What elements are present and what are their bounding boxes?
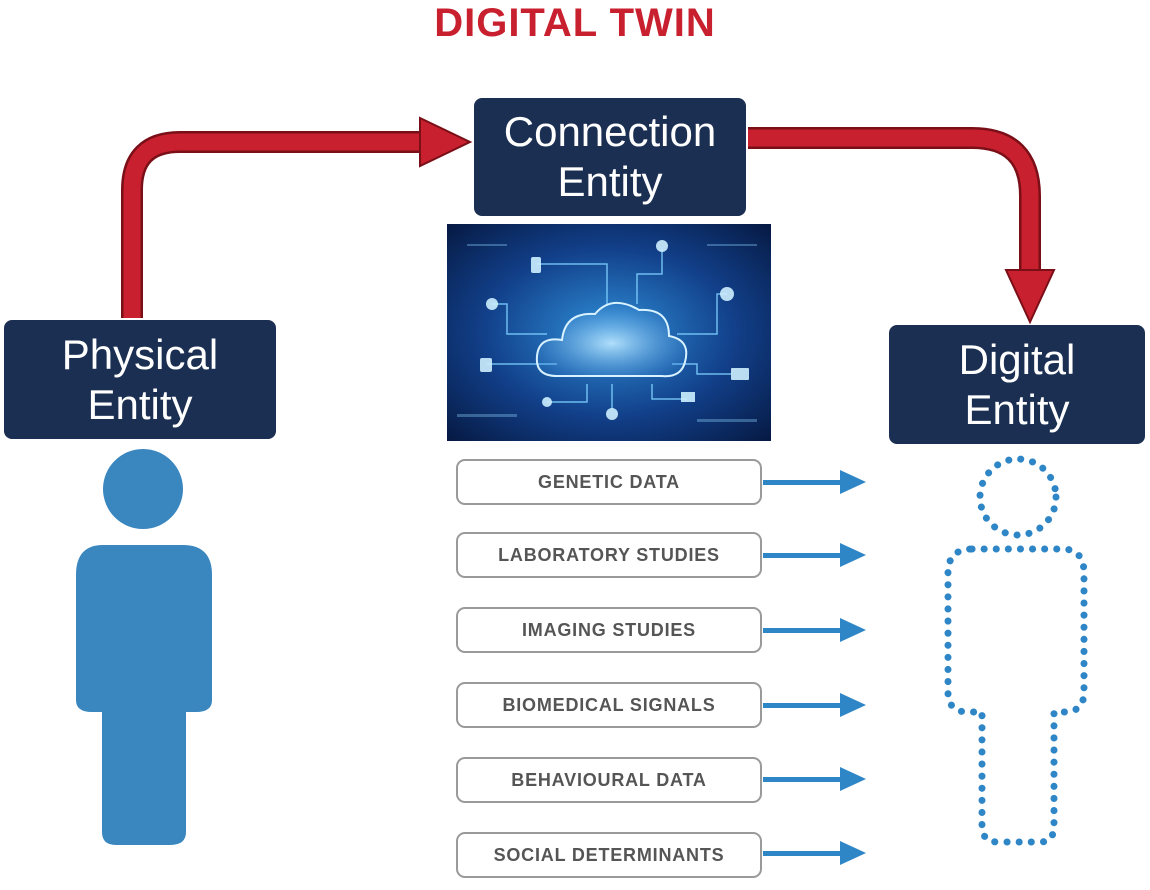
diagram-title: DIGITAL TWIN: [434, 1, 716, 45]
data-source-laboratory: LABORATORY STUDIES: [456, 532, 762, 578]
physical-entity-box: Physical Entity: [4, 320, 276, 439]
digital-entity-box: Digital Entity: [889, 325, 1145, 444]
connection-entity-box: Connection Entity: [474, 98, 746, 216]
digital-entity-line1: Digital: [958, 335, 1076, 383]
digital-entity-line2: Entity: [964, 385, 1070, 433]
data-arrow-social: [763, 841, 866, 865]
data-source-behavioural: BEHAVIOURAL DATA: [456, 757, 762, 803]
arrowhead-to-digital: [1004, 269, 1056, 325]
data-arrow-biomedical: [763, 693, 866, 717]
data-arrow-laboratory: [763, 543, 866, 567]
data-arrow-genetic: [763, 470, 866, 494]
data-arrow-imaging: [763, 618, 866, 642]
physical-entity-line2: Entity: [87, 380, 193, 428]
connection-entity-line2: Entity: [557, 158, 663, 205]
physical-entity-line1: Physical: [61, 330, 219, 378]
arrowhead-to-connection: [419, 116, 473, 168]
data-source-genetic: GENETIC DATA: [456, 459, 762, 505]
data-source-imaging: IMAGING STUDIES: [456, 607, 762, 653]
cloud-network-icon: [447, 224, 771, 441]
connection-entity-line1: Connection: [503, 108, 717, 155]
data-source-biomedical: BIOMEDICAL SIGNALS: [456, 682, 762, 728]
data-arrow-behavioural: [763, 767, 866, 791]
data-source-social: SOCIAL DETERMINANTS: [456, 832, 762, 878]
